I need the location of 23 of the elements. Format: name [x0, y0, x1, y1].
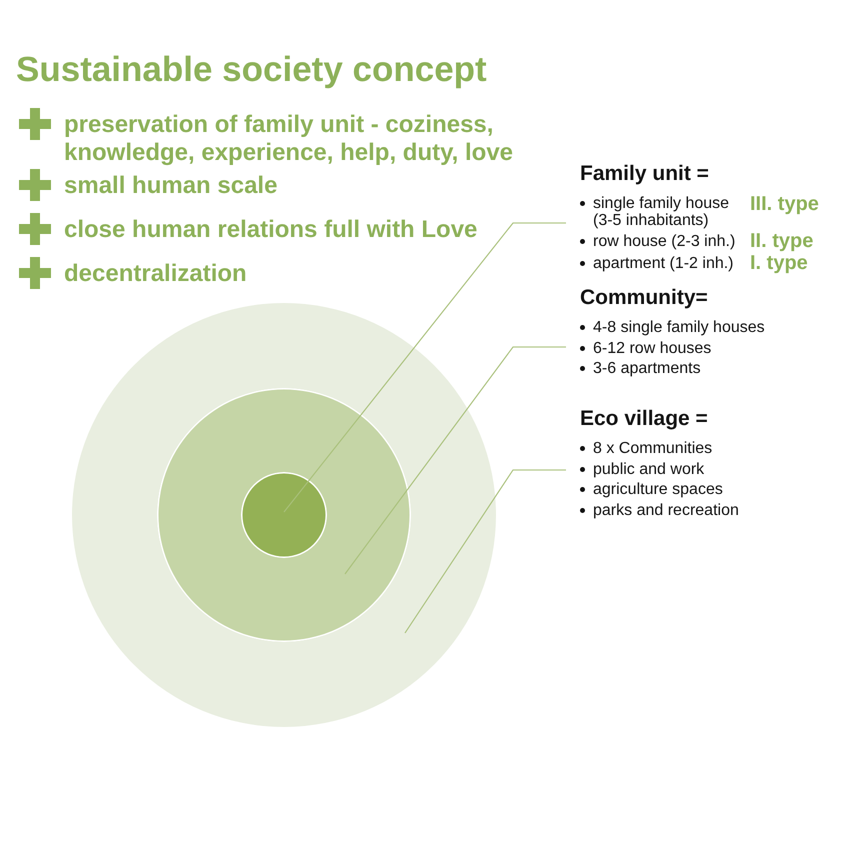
list-item-text: apartment (1-2 inh.): [593, 254, 735, 272]
type-label: III. type: [750, 194, 819, 214]
benefit-text: small human scale: [64, 172, 278, 200]
leader-line: [404, 469, 566, 634]
list-item-text: 4-8 single family houses: [593, 319, 765, 336]
list-item-text: public and work: [593, 460, 704, 478]
heading: Community=: [580, 286, 709, 310]
list-item-text: 6-12 row houses: [593, 340, 712, 356]
heading: Eco village =: [580, 407, 709, 431]
list-item-text: 8 x Communities: [593, 440, 712, 457]
type-label: II. type: [750, 231, 814, 251]
leader-line: [344, 346, 566, 574]
list-item-text: row house (2-3 inh.): [593, 232, 736, 250]
list-item-text: 3-6 apartments: [593, 360, 701, 377]
list-item-text: parks and recreation: [593, 502, 739, 518]
benefit-text: close human relations full with Love: [64, 216, 478, 244]
benefit-text: decentralization: [64, 260, 248, 288]
leader-line: [284, 222, 566, 512]
type-label: I. type: [750, 253, 808, 273]
list-item-text: single family house (3-5 inhabitants): [593, 195, 730, 229]
title: Sustainable society concept: [16, 50, 487, 90]
list-item-text: agriculture spaces: [593, 481, 723, 498]
heading: Family unit =: [580, 162, 710, 186]
